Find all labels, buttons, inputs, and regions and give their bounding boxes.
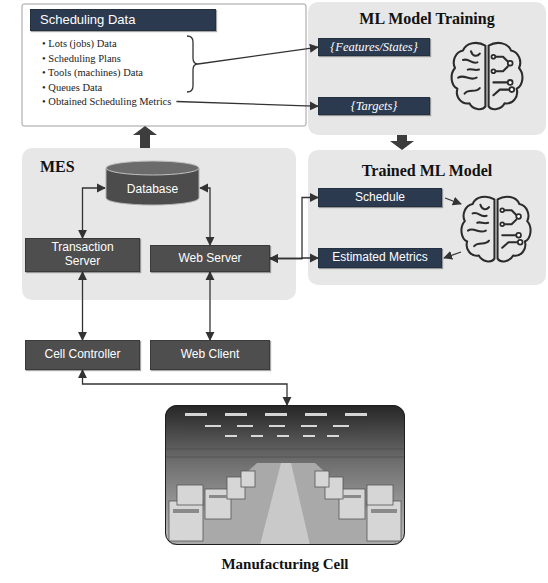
process-box: Web Client <box>150 340 270 370</box>
panel-title: MES <box>40 158 75 176</box>
factory-photo <box>165 405 405 545</box>
panel-ground <box>308 150 546 285</box>
brace-leader <box>176 102 306 106</box>
block-arrow <box>390 135 414 150</box>
group-panel: MES DatabaseTransaction Server Web Server <box>22 148 296 300</box>
box-label: Web Server <box>178 252 241 266</box>
photo-frame: Manufacturing Cell <box>165 405 405 545</box>
connector <box>82 272 83 340</box>
header-box: Scheduling Data <box>30 9 216 31</box>
arrow <box>445 198 461 204</box>
panel-title: ML Model Training <box>308 10 546 28</box>
brace-leader <box>198 49 306 64</box>
connector <box>209 272 210 340</box>
list-item: • Queues Data <box>42 81 102 94</box>
connector <box>83 370 288 405</box>
data-tag: {Features/States} <box>318 38 430 56</box>
list-item: • Lots (jobs) Data <box>42 37 117 50</box>
box-label: Estimated Metrics <box>332 251 427 265</box>
brain-icon <box>452 43 523 109</box>
group-panel: Trained ML ModelScheduleEstimated Metric… <box>308 150 546 285</box>
panel-ground <box>22 4 306 126</box>
curly-brace <box>187 36 198 92</box>
caption-label: Manufacturing Cell <box>126 556 444 573</box>
process-box: Cell Controller <box>25 340 140 370</box>
process-box: Estimated Metrics <box>318 248 442 268</box>
connector <box>270 198 318 259</box>
panel-ground <box>22 148 296 300</box>
box-label: Scheduling Data <box>40 13 135 28</box>
box-label: Cell Controller <box>44 348 120 362</box>
box-label: Schedule <box>355 191 405 205</box>
box-label: Web Client <box>181 348 239 362</box>
process-box: Transaction Server <box>25 238 140 272</box>
cylinder-top <box>106 161 199 175</box>
group-panel: ML Model Training {Features/States} {Targe… <box>308 2 546 135</box>
list-item: • Scheduling Plans <box>42 52 121 65</box>
data-panel: • Lots (jobs) Data • Scheduling Plans• To… <box>22 4 306 126</box>
connector <box>270 257 318 259</box>
brain-icon <box>461 197 530 262</box>
database-cylinder: Database <box>105 160 200 206</box>
box-label: Database <box>127 182 178 196</box>
connector <box>200 188 210 245</box>
box-label: {Features/States} <box>330 40 417 54</box>
process-box: Schedule <box>318 188 442 207</box>
box-label: Transaction Server <box>34 241 131 269</box>
panel-ground <box>308 2 546 135</box>
process-box: Web Server <box>150 245 270 272</box>
box-label: {Targets} <box>351 99 398 113</box>
connector <box>306 105 318 107</box>
panel-title: Trained ML Model <box>308 162 546 180</box>
list-item: • Obtained Scheduling Metrics <box>42 95 171 108</box>
connector <box>83 188 106 238</box>
connector <box>306 47 318 49</box>
block-arrow <box>133 126 157 148</box>
list-item: • Tools (machines) Data <box>42 66 143 79</box>
arrow <box>444 252 461 258</box>
data-tag: {Targets} <box>318 97 430 115</box>
